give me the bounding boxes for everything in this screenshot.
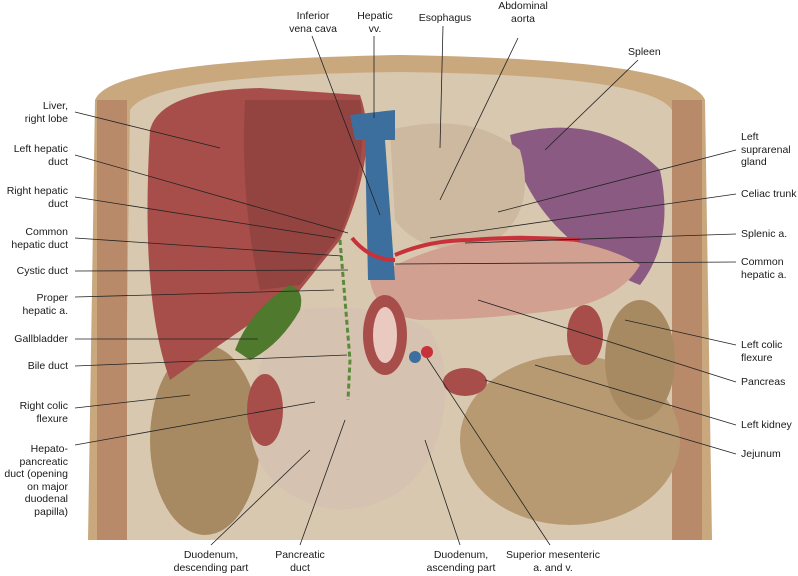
sma-artery: [421, 346, 433, 358]
label-left-kidney: Left kidney: [741, 419, 792, 431]
spleen-shape: [510, 127, 665, 285]
duodenum-cut-inner: [373, 307, 397, 363]
label-duodenum-ascending: Duodenum, ascending part: [426, 549, 496, 574]
label-hepatopancreatic-duct: Hepato- pancreatic duct (opening on majo…: [4, 443, 68, 518]
label-esophagus: Esophagus: [418, 12, 472, 24]
label-left-colic-flexure: Left colic flexure: [741, 339, 783, 364]
bile-duct-path: [338, 239, 352, 401]
label-left-hepatic-duct: Left hepatic duct: [13, 143, 68, 168]
label-abdominal-aorta: Abdominal aorta: [498, 0, 548, 25]
label-splenic-a: Splenic a.: [741, 228, 788, 240]
hepatic-veins-shape: [350, 110, 395, 140]
hepatic-artery: [350, 236, 396, 262]
label-jejunum: Jejunum: [741, 448, 781, 460]
label-pancreas: Pancreas: [741, 376, 786, 388]
label-common-hepatic-duct: Common hepatic duct: [11, 226, 68, 251]
label-right-hepatic-duct: Right hepatic duct: [6, 185, 68, 210]
jejunum-cut: [443, 368, 487, 396]
label-right-colic-flexure: Right colic flexure: [19, 400, 68, 425]
label-celiac-trunk: Celiac trunk: [741, 188, 797, 200]
label-proper-hepatic-a: Proper hepatic a.: [22, 292, 68, 317]
label-left-suprarenal-gland: Left suprarenal gland: [741, 131, 791, 168]
leader-lines: [74, 25, 737, 546]
label-hepatic-vv: Hepatic vv.: [357, 10, 393, 35]
label-cystic-duct: Cystic duct: [16, 265, 68, 277]
label-spleen: Spleen: [628, 46, 661, 58]
celiac-artery: [394, 236, 581, 257]
gallbladder-shape: [235, 285, 302, 360]
pancreas-shape: [370, 235, 640, 320]
descending-duodenum-cut: [247, 374, 283, 446]
left-abdominal-wall: [97, 100, 127, 540]
liver-cut-surface: [244, 100, 363, 290]
label-gallbladder: Gallbladder: [14, 333, 68, 345]
label-superior-mesenteric: Superior mesenteric a. and v.: [506, 549, 600, 574]
label-inferior-vena-cava: Inferior vena cava: [289, 10, 337, 35]
label-bile-duct: Bile duct: [27, 360, 68, 372]
label-liver-right-lobe: Liver, right lobe: [24, 100, 68, 125]
colon-cut-right: [567, 305, 603, 365]
smv-vein: [409, 351, 421, 363]
label-duodenum-descending: Duodenum, descending part: [173, 549, 249, 574]
right-abdominal-wall: [672, 100, 702, 540]
gastric-region: [390, 123, 525, 251]
left-colic-flexure-shape: [605, 300, 675, 420]
label-common-hepatic-a: Common hepatic a.: [741, 256, 787, 281]
ivc-shape: [365, 140, 395, 280]
colon-left: [150, 345, 260, 535]
label-pancreatic-duct: Pancreatic duct: [275, 549, 325, 574]
